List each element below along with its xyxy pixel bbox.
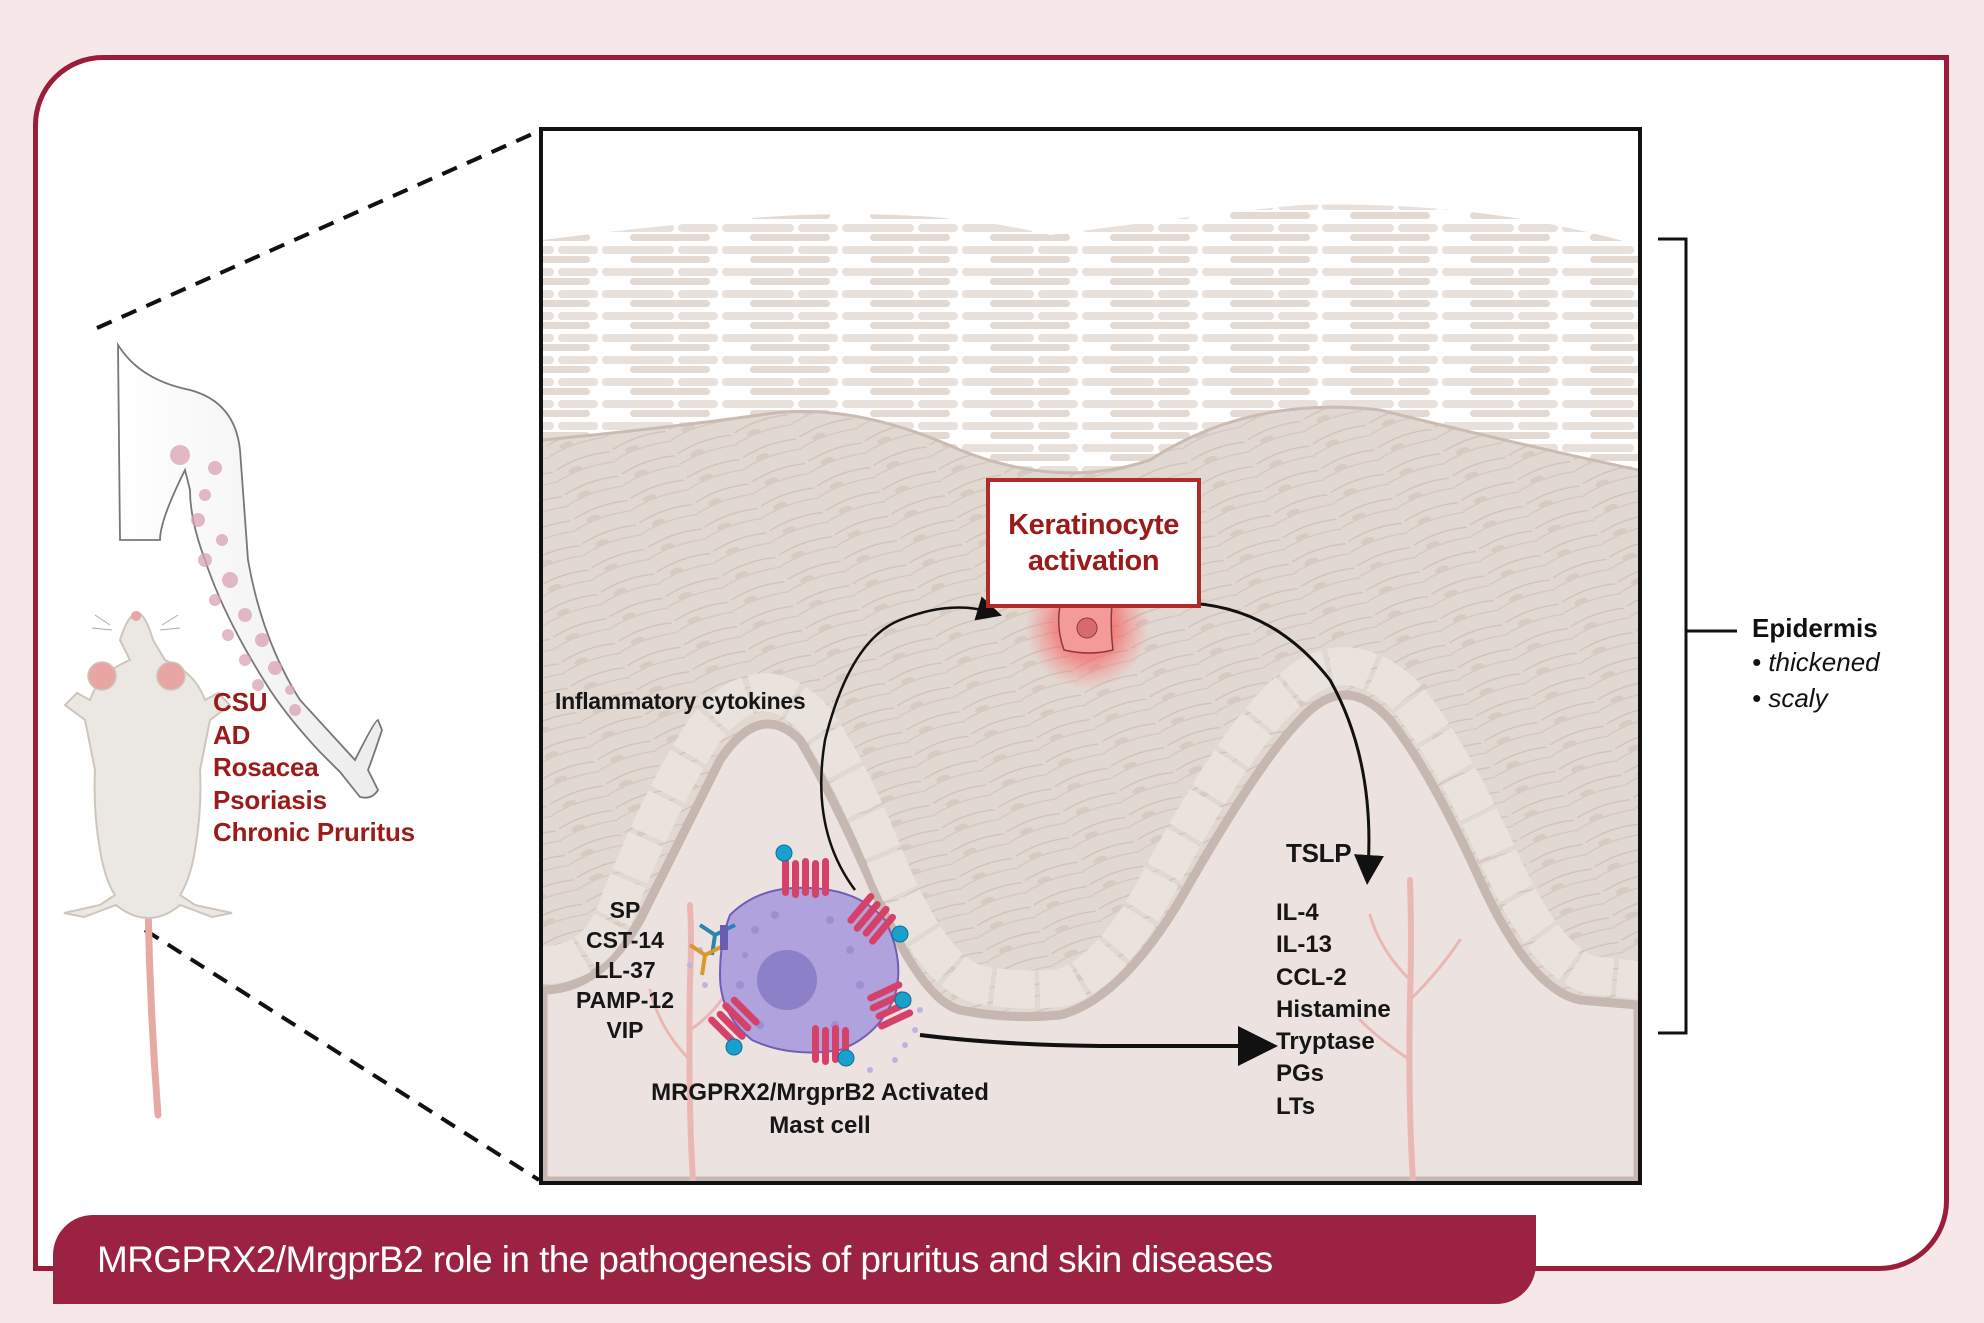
title-banner: MRGPRX2/MrgprB2 role in the pathogenesis… (53, 1215, 1536, 1304)
mediator-item: Histamine (1276, 995, 1391, 1023)
ligand-item: PAMP-12 (576, 987, 674, 1013)
disease-item: Psoriasis (213, 784, 327, 815)
keratinocyte-label-line1: Keratinocyte (1008, 509, 1179, 541)
ligand-ball (725, 844, 912, 1067)
title-banner-text: MRGPRX2/MrgprB2 role in the pathogenesis… (97, 1238, 1273, 1280)
mediator-item: LTs (1276, 1092, 1316, 1120)
arrow-cytokines-to-keratinocyte (820, 596, 1002, 891)
keratinocyte-label-line2: activation (1027, 545, 1160, 577)
ligand-item: CST-14 (586, 927, 664, 953)
ligand-list: SP CST-14 LL-37 PAMP-12 VIP (560, 895, 690, 1045)
ige-antibody (688, 923, 736, 976)
mediator-list: IL-4 IL-13 CCL-2 Histamine Tryptase PGs … (1276, 897, 1391, 1123)
inflammatory-cytokines-label: Inflammatory cytokines (555, 688, 806, 714)
arrow-keratinocyte-to-tslp (1146, 601, 1384, 885)
arrow-mastcell-to-mediators (919, 1026, 1278, 1066)
disease-list: CSU AD Rosacea Psoriasis Chronic Pruritu… (213, 686, 415, 849)
disease-item: CSU (213, 687, 268, 717)
zoom-line-top (96, 129, 540, 330)
disease-item: Chronic Pruritus (213, 817, 415, 847)
epidermis-bracket (1658, 237, 1737, 1035)
mediator-item: CCL-2 (1276, 963, 1347, 991)
mast-cell-label: MRGPRX2/MrgprB2 Activated Mast cell (620, 1076, 1020, 1142)
mast-cell-label-line2: Mast cell (769, 1112, 871, 1139)
zoom-panel-border (539, 127, 1642, 1185)
blood-vessel (648, 877, 1462, 1181)
keratinocyte-activation-box: Keratinocyte activation (986, 478, 1201, 608)
mouse-icon (63, 610, 233, 1119)
disease-item: Rosacea (213, 752, 319, 782)
mrgprx2-receptor (782, 858, 829, 898)
epidermis-title: Epidermis (1752, 613, 1878, 643)
zoom-line-bottom (143, 928, 541, 1182)
skin-cross-section-icon (543, 131, 1638, 1181)
mediator-item: IL-4 (1276, 899, 1319, 926)
ligand-item: LL-37 (594, 957, 656, 983)
ligand-item: VIP (606, 1017, 644, 1043)
mast-cell-label-line1: MRGPRX2/MrgprB2 Activated (651, 1079, 989, 1106)
epidermis-annotation: Epidermis • thickened • scaly (1752, 612, 1880, 716)
human-arm-with-rash-icon (117, 341, 383, 799)
epidermis-bullet: • thickened (1752, 647, 1880, 677)
epidermis-bullet: • scaly (1752, 683, 1828, 713)
mast-cell-icon (687, 844, 923, 1073)
tslp-label: TSLP (1286, 838, 1352, 868)
mediator-item: Tryptase (1276, 1028, 1375, 1056)
disease-item: AD (213, 719, 251, 750)
mediator-item: IL-13 (1276, 931, 1333, 959)
ligand-item: SP (609, 897, 641, 923)
mediator-item: PGs (1276, 1060, 1325, 1088)
